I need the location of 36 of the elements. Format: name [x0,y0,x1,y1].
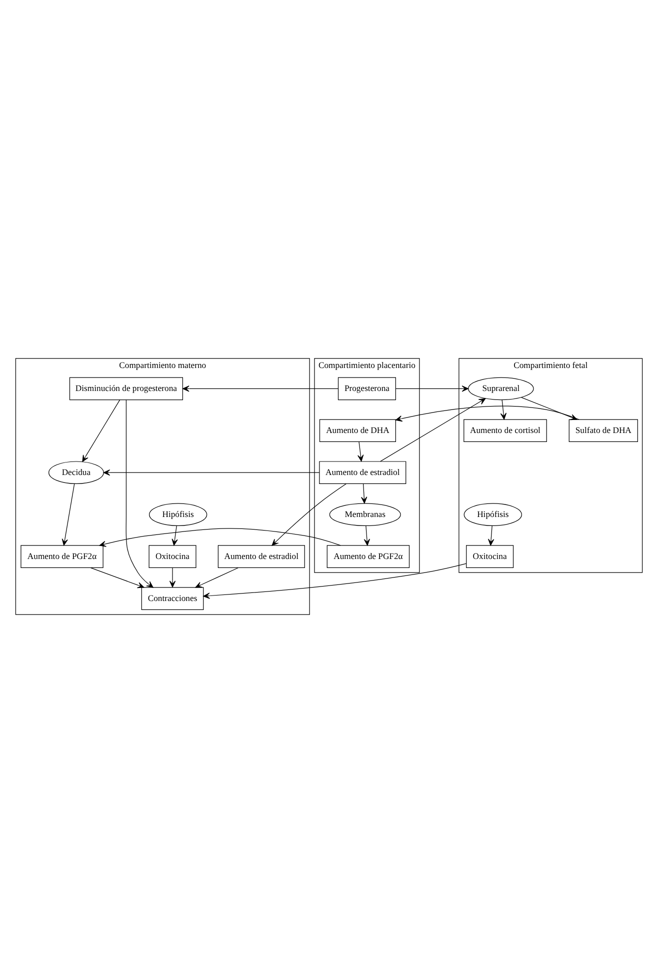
node-ellipse: Membranas [329,503,401,526]
node-ellipse: Hipófisis [149,503,208,526]
arrow [182,386,338,392]
node-ellipse: Hipófisis [464,503,522,526]
arrow [364,525,370,546]
arrow [172,525,178,546]
arrow [361,484,368,504]
node-box: Aumento de estradiol [218,545,305,568]
arrow [126,400,154,588]
arrow [395,386,469,392]
node-box: Aumento de estradiol [319,461,406,484]
node-box: Aumento de DHA [319,419,396,442]
node-ellipse: Decidua [48,461,104,484]
node-box: Oxitocina [148,545,196,568]
arrow [380,398,486,462]
arrow [103,470,320,476]
arrow [500,399,507,420]
node-box: Oxitocina [466,545,514,568]
node-box: Disminución de progesterona [69,377,183,400]
arrow [90,567,144,588]
node-box: Contracciones [141,587,204,610]
node-box: Aumento de PGF2α [20,545,104,568]
arrow [272,483,347,546]
arrow [99,528,341,547]
node-box: Progesterona [338,377,396,400]
node-ellipse: Suprarenal [468,377,534,400]
arrow [82,400,120,462]
arrow [203,563,467,599]
arrow [358,442,364,462]
arrow [169,568,176,588]
arrow [62,483,75,546]
node-box: Sulfato de DHA [568,419,638,442]
node-box: Aumento de cortisol [464,419,547,442]
arrow [488,525,494,546]
node-box: Aumento de PGF2α [326,545,410,568]
arrow [195,567,239,588]
